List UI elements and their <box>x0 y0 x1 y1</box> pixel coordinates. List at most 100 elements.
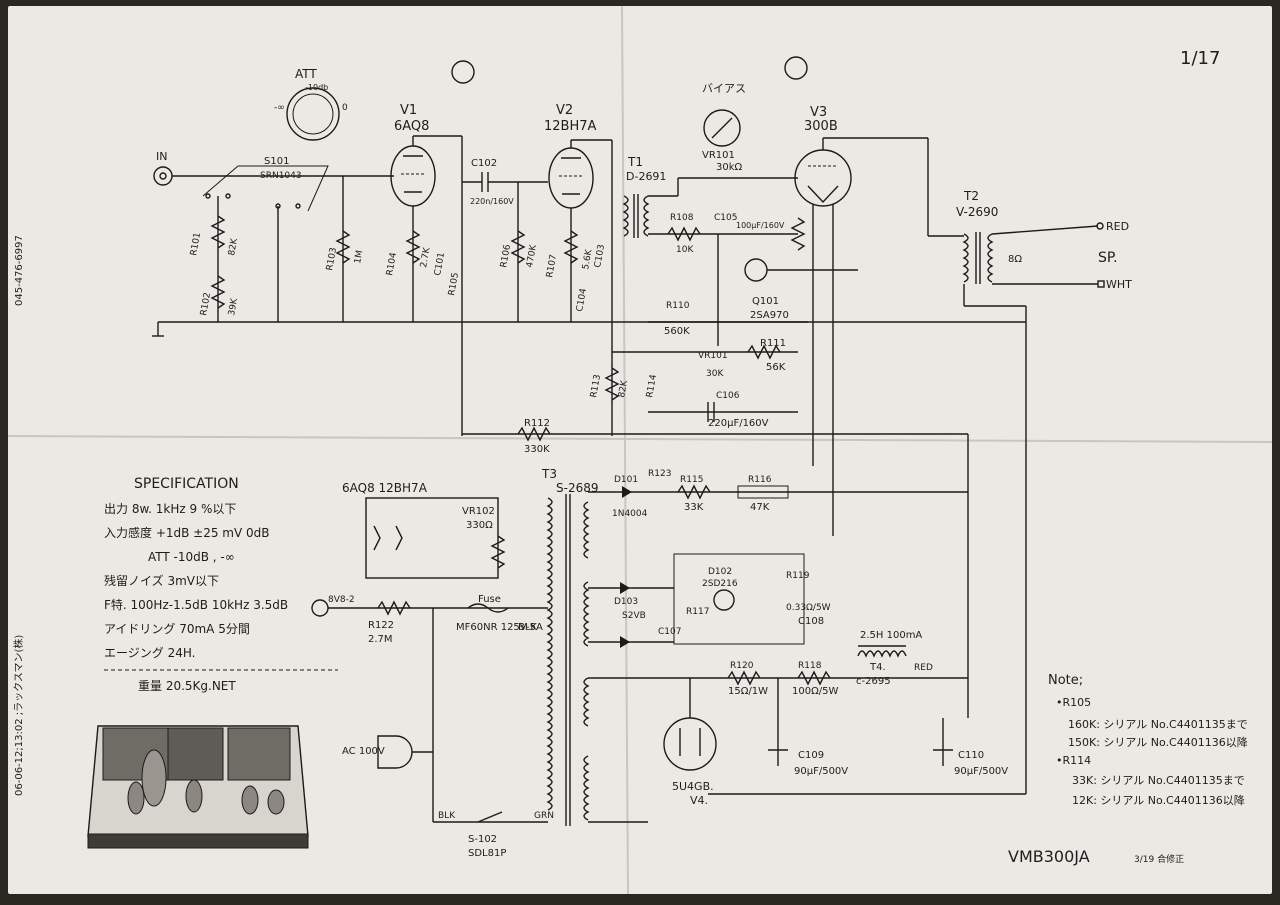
r108-resistor <box>667 226 701 242</box>
r119-value: 0.33Ω/5W <box>786 603 831 613</box>
side-stamp-bottom: 06-06-12;13:02 ;ラックスマン(株) <box>12 635 25 796</box>
fuse <box>467 603 509 613</box>
d102-transistor <box>713 589 735 611</box>
t3-sec-hv <box>583 755 590 821</box>
r114-label: R114 <box>645 373 659 398</box>
punch-hole-left <box>451 60 475 84</box>
r103-resistor <box>335 230 351 264</box>
d101-label: D101 <box>614 475 638 485</box>
r118-label: R118 <box>798 661 822 671</box>
t2-primary <box>962 233 969 283</box>
r120-value: 15Ω/1W <box>728 686 768 697</box>
vr102-value: 330Ω <box>466 520 493 531</box>
d102-type: 2SD216 <box>702 579 738 589</box>
r115-value: 33K <box>684 502 704 513</box>
t1-secondary <box>643 195 650 237</box>
r105-label: R105 <box>447 272 461 297</box>
s2vb-label: S2VB <box>622 611 646 621</box>
r118-value: 100Ω/5W <box>792 686 838 697</box>
note-line-1: •R105 <box>1056 696 1091 709</box>
r111-value: 56K <box>766 362 786 373</box>
r107-resistor <box>563 230 579 264</box>
schematic-drawing: 1/17 045-476-6997 06-06-12;13:02 ;ラックスマン… <box>8 6 1272 894</box>
t4-red-label: RED <box>914 663 933 673</box>
t3-sec-bias <box>583 581 590 647</box>
ac-plug <box>377 735 413 769</box>
v2-type: 12BH7A <box>544 119 597 134</box>
r111-label: R111 <box>760 338 786 349</box>
fold-line-vertical <box>621 6 629 894</box>
r117-label: R117 <box>686 607 709 617</box>
vr101-value: 30kΩ <box>716 162 743 173</box>
r106-resistor <box>510 230 526 264</box>
ac-label: AC 100V <box>342 746 385 757</box>
c109-value: 90μF/500V <box>794 766 848 777</box>
regulator-block <box>673 553 805 645</box>
spec-line-3: ATT -10dB , -∞ <box>148 550 235 564</box>
page-number: 1/17 <box>1180 48 1220 69</box>
vr101b-value: 30K <box>706 369 724 379</box>
r122-resistor <box>377 600 411 616</box>
t3-primary <box>546 497 553 811</box>
choke-label: 2.5H 100mA <box>860 630 922 641</box>
tube-pair-label: 6AQ8 12BH7A <box>342 481 428 495</box>
t2-ohm: 8Ω <box>1008 254 1022 265</box>
c109-label: C109 <box>798 750 824 761</box>
r108-value: 10K <box>676 245 694 255</box>
r110-label: R110 <box>666 301 690 311</box>
att-max-label: -10db <box>305 83 328 92</box>
power-switch <box>477 811 503 823</box>
r106-value: 470K <box>525 243 539 269</box>
r112-label: R112 <box>524 418 550 429</box>
spec-line-8: 重量 20.5Kg.NET <box>138 679 236 693</box>
date-note: 3/19 合修正 <box>1134 853 1184 865</box>
d102-label: D102 <box>708 567 732 577</box>
s102-label: S-102 <box>468 834 497 845</box>
t3-sec-heater <box>583 501 590 559</box>
c105-label: C105 <box>714 213 737 223</box>
spec-title: SPECIFICATION <box>134 476 239 492</box>
d103-label: D103 <box>614 597 638 607</box>
r103-value: 1M <box>353 249 365 264</box>
q101-transistor <box>744 258 768 282</box>
spec-line-1: 出力 8w. 1kHz 9 %以下 <box>104 502 236 516</box>
r104-label: R104 <box>385 251 399 276</box>
note-line-3: 150K: シリアル No.C4401136以降 <box>1068 735 1248 749</box>
r123-label: R123 <box>648 469 671 479</box>
r101-value: 82K <box>227 237 240 257</box>
q101-type: 2SA970 <box>750 310 789 321</box>
v1-name: V1 <box>400 103 417 118</box>
c106-value: 220μF/160V <box>708 418 769 429</box>
r120-label: R120 <box>730 661 754 671</box>
r119-label: R119 <box>786 571 810 581</box>
t1-name: T1 <box>627 155 643 169</box>
s101-label: S101 <box>264 156 289 167</box>
v1-type: 6AQ8 <box>394 119 429 134</box>
blk-label-2: BLK <box>438 811 456 821</box>
spec-line-4: 残留ノイズ 3mV以下 <box>104 573 219 588</box>
v4-name: V4. <box>690 794 708 807</box>
r103-label: R103 <box>325 247 339 272</box>
note-line-5: 33K: シリアル No.C4401135まで <box>1072 774 1245 787</box>
r116-label: R116 <box>748 475 772 485</box>
c101-label: C101 <box>433 252 447 277</box>
r116-value: 47K <box>750 502 770 513</box>
t4-name: T4. <box>869 662 886 673</box>
lamp-label: 8V8-2 <box>328 595 355 605</box>
t2-type: V-2690 <box>956 205 998 219</box>
r113-value: 82K <box>617 379 630 399</box>
spec-line-7: エージング 24H. <box>104 646 195 660</box>
spec-line-2: 入力感度 +1dB ±25 mV 0dB <box>104 525 270 540</box>
q101-label: Q101 <box>752 296 779 307</box>
c102-label: C102 <box>471 158 497 169</box>
side-stamp-top: 045-476-6997 <box>14 235 25 306</box>
c107-label: C107 <box>658 627 681 637</box>
r115-resistor <box>677 484 711 500</box>
schematic-sheet: 1/17 045-476-6997 06-06-12;13:02 ;ラックスマン… <box>8 6 1272 894</box>
r113-resistor <box>604 367 620 401</box>
fuse-type: MF60NR 125V-5A <box>456 622 543 633</box>
d101-diode <box>622 486 632 498</box>
sp-red-label: RED <box>1106 220 1129 233</box>
t3-name: T3 <box>541 467 557 481</box>
r116-resistor <box>737 485 789 499</box>
